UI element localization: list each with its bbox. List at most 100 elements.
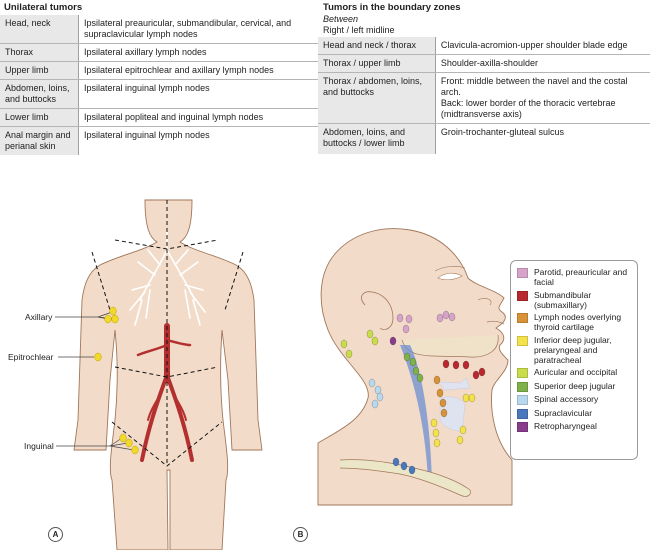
bronchus	[137, 261, 156, 276]
epitrochlear-label: Epitrochlear	[8, 352, 54, 362]
legend-swatch	[517, 313, 528, 323]
legend-label: Lymph nodes overlying thyroid cartilage	[534, 312, 622, 332]
lymph-node	[462, 393, 470, 403]
lymph-node	[409, 357, 417, 367]
lymph-node	[119, 433, 127, 443]
nostril	[477, 298, 492, 306]
bronchus	[179, 261, 199, 276]
boundary-zones-title: Tumors in the boundary zones	[323, 2, 461, 13]
lymph-node	[392, 457, 400, 467]
boundary-line	[91, 251, 111, 311]
mouth	[486, 320, 505, 325]
legend-swatch	[517, 268, 528, 278]
legend-swatch	[517, 335, 528, 346]
lymph-node	[371, 336, 379, 346]
lymph-node	[432, 428, 440, 438]
legend-label: Superior deep jugular	[534, 380, 616, 391]
bronchus	[134, 299, 143, 326]
lymph-node	[456, 435, 464, 445]
lymph-node	[340, 339, 348, 349]
lymph-node	[478, 367, 486, 377]
lymph-node	[405, 314, 413, 324]
lymph-node	[396, 313, 404, 323]
lymph-node	[459, 425, 467, 435]
boundary-cell: Front: middle between the navel and the …	[435, 72, 650, 124]
legend-label: Spinal accessory	[534, 394, 599, 404]
bronchus	[192, 299, 201, 326]
lymph-node	[440, 408, 448, 418]
lymph-node	[448, 312, 456, 322]
legend-label: Inferior deep jugular, prelaryngeal and …	[534, 334, 612, 365]
bronchus	[131, 284, 151, 291]
nodes-cell: Ipsilateral inguinal lymph nodes	[84, 130, 210, 140]
bronchus	[174, 249, 189, 266]
artery-branch	[136, 343, 169, 357]
legend-item: Supraclavicular	[517, 408, 633, 419]
lymph-node	[131, 445, 139, 455]
lymph-node	[374, 385, 382, 395]
boundary-cell: Shoulder-axilla-shoulder	[435, 54, 650, 73]
legend-label: Supraclavicular	[534, 407, 593, 418]
table-row: Abdomen, loins, and buttocks / lower lim…	[318, 123, 650, 154]
lymph-node	[462, 360, 470, 370]
lymph-node	[472, 370, 480, 380]
legend-item: Retropharyngeal	[517, 421, 633, 432]
legend-item: Parotid, preauricular and facial	[517, 267, 633, 287]
lymph-nodes-a	[55, 306, 139, 455]
legend-item: Superior deep jugular	[517, 381, 633, 392]
boundary-cell: Groin-trochanter-gluteal sulcus	[440, 127, 564, 137]
region-cell: Head, neck	[0, 15, 79, 44]
ear	[361, 291, 394, 330]
lymph-node	[433, 438, 441, 448]
region-cell: Lower limb	[0, 108, 79, 127]
nodes-cell: Ipsilateral epitrochlear and axillary ly…	[78, 61, 327, 80]
nodes-cell: Ipsilateral popliteal and inguinal lymph…	[78, 108, 327, 127]
nodes-cell: Ipsilateral axillary lymph nodes	[78, 43, 327, 62]
panel-label-a: A	[48, 527, 63, 542]
axillary-label: Axillary	[25, 312, 53, 322]
artery-branch	[140, 373, 169, 462]
lymph-node	[452, 360, 460, 370]
bronchus	[145, 289, 151, 319]
bronchus	[129, 291, 146, 311]
legend-swatch	[517, 422, 528, 432]
lymph-node	[439, 398, 447, 408]
lymph-node	[416, 373, 424, 383]
bronchus	[147, 249, 161, 266]
legend-item: Auricular and occipital	[517, 367, 633, 378]
pointer-line	[109, 442, 129, 447]
panel-label-b: B	[293, 527, 308, 542]
lymph-node	[436, 388, 444, 398]
boundary-line	[111, 421, 223, 467]
bronchial-tree	[129, 229, 206, 326]
lymph-node	[442, 310, 450, 320]
legend-swatch	[517, 381, 528, 392]
legend-item: Lymph nodes overlying thyroid cartilage	[517, 312, 633, 332]
legend-swatch	[517, 408, 528, 419]
boundary-line	[114, 239, 219, 250]
artery-branch	[173, 394, 187, 421]
lymph-node	[109, 306, 117, 316]
legend-label: Auricular and occipital	[534, 367, 618, 377]
figure-a-body	[55, 199, 263, 550]
between-value: Right / left midline	[323, 25, 395, 35]
region-cell: Upper limb	[0, 61, 79, 80]
lymph-node	[94, 352, 102, 362]
legend-label: Parotid, preauricular and facial	[534, 267, 628, 287]
lymph-nodes-b	[340, 310, 486, 475]
boundary-line	[114, 366, 219, 378]
bronchus	[184, 284, 204, 291]
lymph-node	[402, 324, 410, 334]
lymph-node	[436, 313, 444, 323]
lymph-node	[389, 336, 397, 346]
region-cell: Abdomen, loins, and buttocks	[0, 79, 79, 109]
